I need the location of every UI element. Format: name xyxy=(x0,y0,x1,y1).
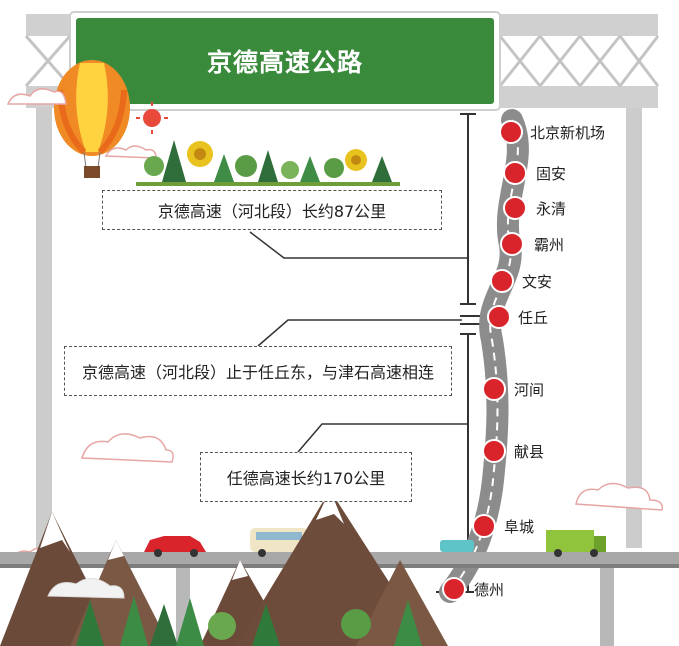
highway-sign xyxy=(69,11,501,111)
station-dots xyxy=(442,120,527,601)
station-label: 霸州 xyxy=(534,236,565,254)
station-label: 永清 xyxy=(536,200,567,218)
foreground-trees xyxy=(76,596,422,646)
station-label: 河间 xyxy=(514,381,545,399)
sign-title: 京德高速公路 xyxy=(206,48,363,77)
station-dot-beijing-new-airport xyxy=(499,120,523,144)
teal-car-icon xyxy=(440,540,474,552)
note-hebei-length: 京德高速（河北段）长约87公里 xyxy=(102,190,442,230)
truck-icon xyxy=(546,530,594,552)
sun-icon xyxy=(136,102,168,134)
station-label: 献县 xyxy=(514,443,545,461)
station-label: 固安 xyxy=(536,165,567,183)
station-dot-yongqing xyxy=(503,196,527,220)
station-dot-xianxian xyxy=(482,439,506,463)
station-dot-guan xyxy=(503,161,527,185)
red-car-icon xyxy=(144,536,206,552)
leader-lines xyxy=(249,231,468,453)
station-dot-dezhou xyxy=(442,577,466,601)
cloud-icon-bottom xyxy=(47,578,125,599)
station-dot-fucheng xyxy=(472,514,496,538)
station-label: 文安 xyxy=(522,273,553,291)
station-dot-hejian xyxy=(482,377,506,401)
station-label: 任丘 xyxy=(518,309,549,327)
vehicles xyxy=(144,528,606,557)
station-label: 德州 xyxy=(474,581,505,599)
note-hebei-end: 京德高速（河北段）止于任丘东，与津石高速相连 xyxy=(64,346,452,396)
station-label: 阜城 xyxy=(504,518,535,536)
station-dot-renqiu xyxy=(487,305,511,329)
tree-row xyxy=(136,140,400,186)
note-rende-length: 任德高速长约170公里 xyxy=(200,452,412,502)
station-label: 北京新机场 xyxy=(530,124,606,142)
station-dot-bazhou xyxy=(500,232,524,256)
station-dot-wenan xyxy=(490,269,514,293)
